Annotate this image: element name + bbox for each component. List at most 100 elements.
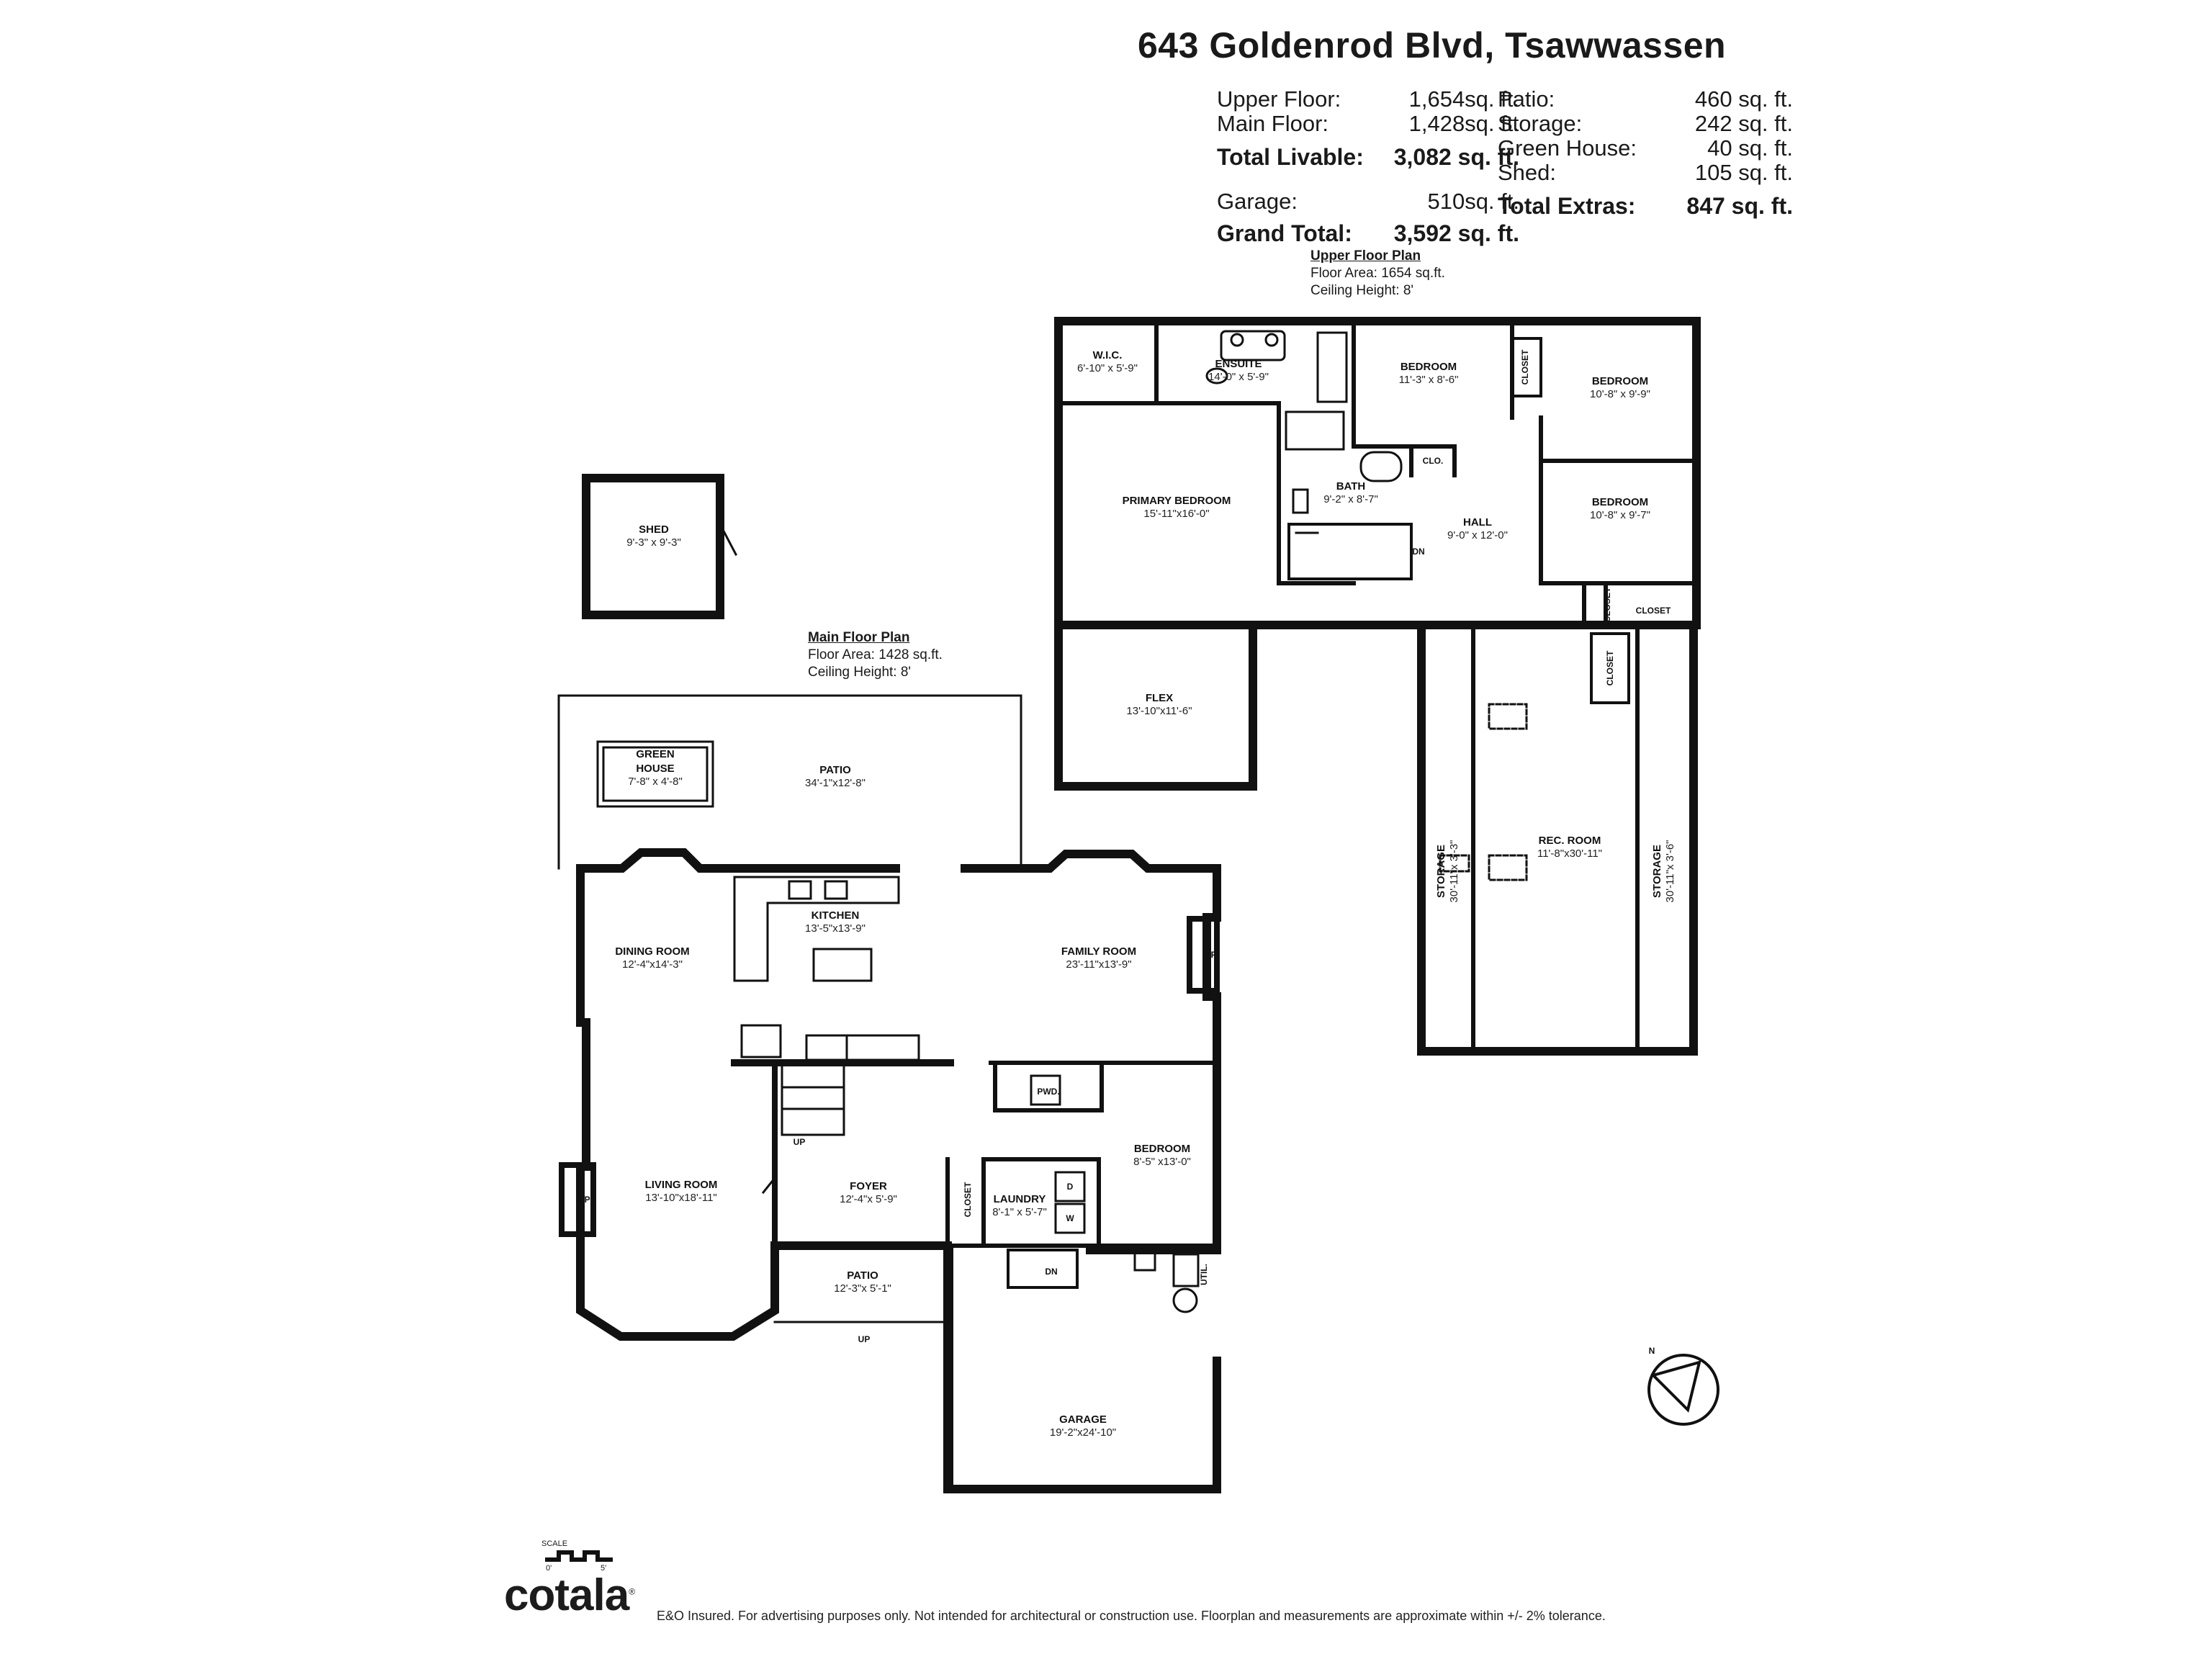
logo-mark: ®	[629, 1586, 635, 1597]
shed-wall	[582, 474, 724, 619]
room-label-bedroom-up1: BEDROOM	[1401, 361, 1457, 373]
room-dim-dining: 12'-4"x14'-3"	[622, 958, 683, 971]
area-value: 3,592 sq. ft.	[1393, 220, 1519, 246]
room-label-ensuite: ENSUITE	[1215, 358, 1262, 370]
room-dim-storage2: 30'-11"x 3'-6"	[1664, 840, 1676, 903]
room-label-wic: W.I.C.	[1093, 349, 1123, 361]
room-label-laundry: LAUNDRY	[994, 1193, 1046, 1205]
logo-text: cotala	[504, 1570, 629, 1620]
fireplaces	[559, 916, 1220, 1237]
plan-ceiling: Ceiling Height: 8'	[808, 665, 912, 680]
north-arrow-icon	[1647, 1354, 1719, 1426]
room-label-shed: SHED	[639, 523, 669, 536]
laundry-appliances	[1054, 1171, 1086, 1234]
upper-floor-plan-title: Upper Floor Plan Floor Area: 1654 sq.ft.…	[1310, 248, 1445, 300]
area-value: 510sq. ft.	[1427, 189, 1519, 214]
room-label-recroom: REC. ROOM	[1539, 835, 1601, 847]
room-label-family: FAMILY ROOM	[1061, 945, 1136, 958]
room-label-greenhouse-2: HOUSE	[636, 763, 674, 775]
main-floor-walls	[576, 848, 1221, 1493]
room-dim-family: 23'-11"x13'-9"	[1066, 958, 1131, 971]
room-dim-ensuite: 14'-0" x 5'-9"	[1208, 371, 1269, 383]
area-label: Garage:	[1217, 189, 1298, 214]
plan-heading: Upper Floor Plan	[1310, 248, 1421, 264]
disclaimer-text: E&O Insured. For advertising purposes on…	[657, 1609, 1606, 1623]
room-dim-primary: 15'-11"x16'-0"	[1143, 508, 1209, 520]
area-label: Total Extras:	[1498, 193, 1636, 219]
upper-floor-walls	[1054, 317, 1701, 629]
room-label-bath: BATH	[1336, 480, 1366, 493]
area-value: 1,654sq. ft.	[1408, 86, 1519, 112]
room-dim-hall: 9'-0" x 12'-0"	[1447, 529, 1508, 541]
area-label: Storage:	[1498, 111, 1583, 136]
room-label-patio-big: PATIO	[819, 764, 851, 776]
room-label-bedroom-up2: BEDROOM	[1592, 375, 1648, 387]
area-label: Main Floor:	[1217, 111, 1329, 136]
fireplace-label: FP	[1205, 950, 1216, 960]
area-value: 242 sq. ft.	[1694, 111, 1793, 136]
stair-up-label: UP	[793, 1137, 806, 1147]
property-address: 643 Goldenrod Blvd, Tsawwassen	[1138, 25, 1727, 66]
room-dim-patio-small: 12'-3"x 5'-1"	[834, 1282, 891, 1295]
room-dim-bedroom-up2: 10'-8" x 9'-9"	[1590, 388, 1650, 400]
room-label-storage1: STORAGE	[1435, 845, 1447, 898]
room-dim-foyer: 12'-4"x 5'-9"	[840, 1193, 897, 1205]
room-dim-bedroom-main: 8'-5" x13'-0"	[1133, 1156, 1191, 1168]
basement-wing-walls	[1417, 621, 1698, 1056]
room-dim-living: 13'-10"x18'-11"	[645, 1192, 717, 1204]
fireplace-label: FP	[579, 1195, 590, 1205]
room-label-dining: DINING ROOM	[615, 945, 689, 958]
clo-label: CLO.	[1423, 456, 1444, 466]
room-label-living: LIVING ROOM	[645, 1179, 718, 1191]
area-label: Upper Floor:	[1217, 86, 1341, 112]
area-value: 1,428sq. ft.	[1408, 111, 1519, 136]
room-dim-wic: 6'-10" x 5'-9"	[1077, 362, 1138, 374]
closet-label: CLOSET	[1636, 606, 1671, 616]
area-value: 460 sq. ft.	[1694, 86, 1793, 112]
scale-label: SCALE	[541, 1539, 568, 1548]
main-stairs	[781, 1063, 845, 1136]
plan-ceiling: Ceiling Height: 8'	[1310, 283, 1414, 298]
room-label-bedroom-up3: BEDROOM	[1592, 496, 1648, 508]
dryer-label: D	[1067, 1182, 1074, 1192]
washer-label: W	[1066, 1213, 1074, 1223]
room-dim-laundry: 8'-1" x 5'-7"	[992, 1206, 1047, 1218]
closet-label: CLOSET	[1602, 587, 1612, 622]
room-label-patio-small: PATIO	[847, 1269, 878, 1282]
area-value: 105 sq. ft.	[1694, 160, 1793, 185]
util-label: UTIL.	[1199, 1264, 1209, 1285]
area-label: Total Livable:	[1217, 144, 1364, 170]
stair-down-label: DN	[1045, 1267, 1057, 1277]
scale-zero: 0'	[546, 1564, 552, 1573]
area-label: Green House:	[1498, 135, 1637, 161]
area-value: 847 sq. ft.	[1686, 193, 1793, 219]
area-label: Grand Total:	[1217, 220, 1352, 246]
room-dim-storage1: 30'-11"x 3'-3"	[1448, 840, 1460, 903]
room-label-garage: GARAGE	[1059, 1413, 1107, 1426]
room-label-flex: FLEX	[1146, 692, 1173, 704]
room-label-greenhouse-1: GREEN	[636, 748, 674, 760]
patio-outline	[557, 694, 1022, 870]
room-label-bedroom-main: BEDROOM	[1134, 1143, 1190, 1155]
pwd-label: PWD.	[1037, 1087, 1059, 1097]
room-dim-shed: 9'-3" x 9'-3"	[626, 536, 681, 549]
plan-heading: Main Floor Plan	[808, 630, 910, 645]
scale-bar	[545, 1550, 613, 1562]
closet-label: CLOSET	[963, 1182, 973, 1217]
room-label-kitchen: KITCHEN	[811, 909, 860, 922]
stair-up-label: UP	[858, 1334, 871, 1344]
room-dim-flex: 13'-10"x11'-6"	[1126, 705, 1192, 717]
kitchen-fixtures	[733, 876, 1061, 1106]
cotala-logo: cotala®	[504, 1570, 635, 1621]
room-dim-garage: 19'-2"x24'-10"	[1050, 1426, 1116, 1439]
room-label-foyer: FOYER	[850, 1180, 887, 1192]
room-dim-greenhouse: 7'-8" x 4'-8"	[628, 775, 683, 788]
room-dim-kitchen: 13'-5"x13'-9"	[805, 922, 866, 935]
scale-five: 5'	[601, 1564, 607, 1573]
flex-room-wall	[1054, 621, 1257, 791]
room-dim-recroom: 11'-8"x30'-11"	[1537, 848, 1602, 860]
area-label: Patio:	[1498, 86, 1555, 112]
closet-label: CLOSET	[1605, 650, 1615, 685]
stair-down-label: DN	[1412, 547, 1424, 557]
